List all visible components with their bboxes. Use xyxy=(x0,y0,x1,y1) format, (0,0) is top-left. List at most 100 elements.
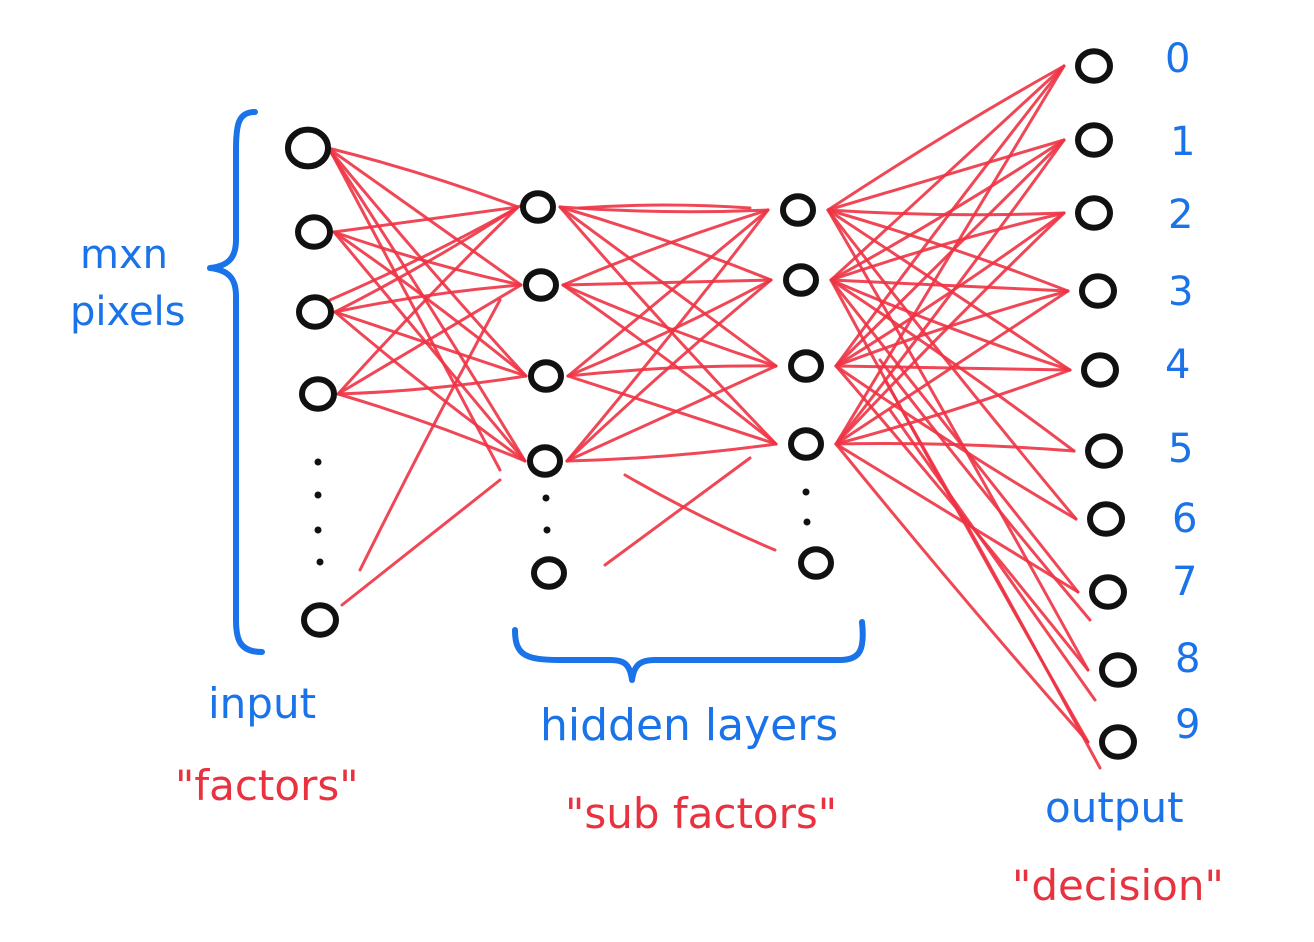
connection-line xyxy=(565,442,778,463)
neuron-nodes xyxy=(285,48,1137,760)
output-digit-label: 5 xyxy=(1168,426,1193,472)
connection-line xyxy=(834,211,1066,368)
output-role-label: "decision" xyxy=(1012,861,1224,910)
output-neuron xyxy=(1075,48,1113,84)
connection-line xyxy=(326,146,520,209)
output-digit-label: 2 xyxy=(1168,192,1193,238)
connection-line xyxy=(834,441,1076,453)
connection-line xyxy=(566,374,778,446)
connection-line xyxy=(888,408,1097,702)
connection-line xyxy=(561,283,778,446)
hidden-neuron xyxy=(527,444,563,478)
connection-line xyxy=(878,358,1092,622)
connection-line xyxy=(834,211,1066,446)
output-digit-label: 3 xyxy=(1168,269,1193,315)
ellipsis-dot xyxy=(802,488,810,496)
connection-line xyxy=(829,138,1066,282)
ellipsis-dot xyxy=(803,518,811,526)
connection-line xyxy=(332,205,520,234)
output-neuron xyxy=(1099,652,1137,688)
connection-lines xyxy=(326,64,1102,770)
connection-line xyxy=(834,442,1080,594)
connection-line xyxy=(358,298,502,572)
connection-line xyxy=(834,138,1066,446)
connection-line xyxy=(326,146,523,287)
connection-line xyxy=(829,64,1066,282)
output-digit-label: 1 xyxy=(1170,119,1195,165)
input-neuron xyxy=(285,126,331,170)
connection-line xyxy=(834,64,1066,446)
connection-line xyxy=(326,146,528,378)
hidden-neuron xyxy=(531,556,567,590)
connection-line xyxy=(332,230,523,287)
hidden-neuron xyxy=(780,193,816,227)
input-neuron xyxy=(299,376,337,412)
connection-line xyxy=(566,364,778,378)
ellipsis-dot xyxy=(314,458,322,466)
connection-line xyxy=(340,478,502,607)
output-digit-label: 8 xyxy=(1175,636,1200,682)
connection-line xyxy=(336,205,520,396)
connection-line xyxy=(336,374,528,396)
connection-line xyxy=(829,278,1072,372)
connection-line xyxy=(561,278,773,287)
connection-line xyxy=(566,208,770,378)
input-neuron xyxy=(301,602,339,638)
connection-line xyxy=(333,310,527,463)
output-neuron xyxy=(1085,433,1123,469)
output-neuron xyxy=(1079,273,1117,309)
connection-line xyxy=(332,230,528,378)
connection-line xyxy=(565,278,773,463)
connection-line xyxy=(565,364,778,463)
hidden-neuron xyxy=(788,349,824,383)
ellipsis-dots xyxy=(314,458,811,566)
connection-line xyxy=(566,278,773,378)
connection-line xyxy=(834,64,1066,368)
hidden-neuron xyxy=(520,190,556,224)
output-neuron xyxy=(1099,724,1137,760)
connection-line xyxy=(332,230,527,463)
connection-line xyxy=(826,208,1090,672)
output-digit-label: 9 xyxy=(1175,702,1200,748)
input-brace xyxy=(207,109,265,655)
output-digit-label: 7 xyxy=(1172,559,1197,605)
connection-line xyxy=(328,148,502,472)
connection-line xyxy=(578,203,752,210)
connection-line xyxy=(826,208,1070,293)
ellipsis-dot xyxy=(542,494,550,502)
connection-line xyxy=(558,205,773,282)
hidden-layers-label: hidden layers xyxy=(540,700,838,751)
input-label: input xyxy=(208,679,316,728)
connection-line xyxy=(623,473,777,552)
output-neuron xyxy=(1087,501,1125,537)
connection-line xyxy=(829,278,1070,293)
connection-line xyxy=(826,64,1066,212)
hidden-neuron xyxy=(788,427,824,461)
connection-line xyxy=(834,442,1090,744)
hidden-neuron xyxy=(523,268,559,302)
hidden-neuron xyxy=(798,546,834,580)
ellipsis-dot xyxy=(314,491,322,499)
hidden-layers-brace xyxy=(512,619,866,683)
output-digit-label: 4 xyxy=(1165,342,1190,388)
connection-line xyxy=(326,146,527,463)
input-dims-unit-label: pixels xyxy=(70,289,186,335)
output-neuron xyxy=(1089,574,1127,610)
hidden-neuron xyxy=(783,263,819,297)
connection-line xyxy=(834,289,1070,446)
input-role-label: "factors" xyxy=(175,761,359,810)
ellipsis-dot xyxy=(316,558,324,566)
connection-line xyxy=(829,278,1080,594)
ellipsis-dot xyxy=(314,526,322,534)
connection-line xyxy=(561,208,770,287)
connection-line xyxy=(558,205,778,368)
connection-line xyxy=(883,378,1102,770)
connection-line xyxy=(603,456,752,567)
connection-line xyxy=(826,208,1072,372)
output-digit-label: 6 xyxy=(1172,496,1197,542)
connection-line xyxy=(565,208,770,463)
input-dims-label: mxn xyxy=(80,232,168,278)
connection-line xyxy=(829,278,1076,453)
